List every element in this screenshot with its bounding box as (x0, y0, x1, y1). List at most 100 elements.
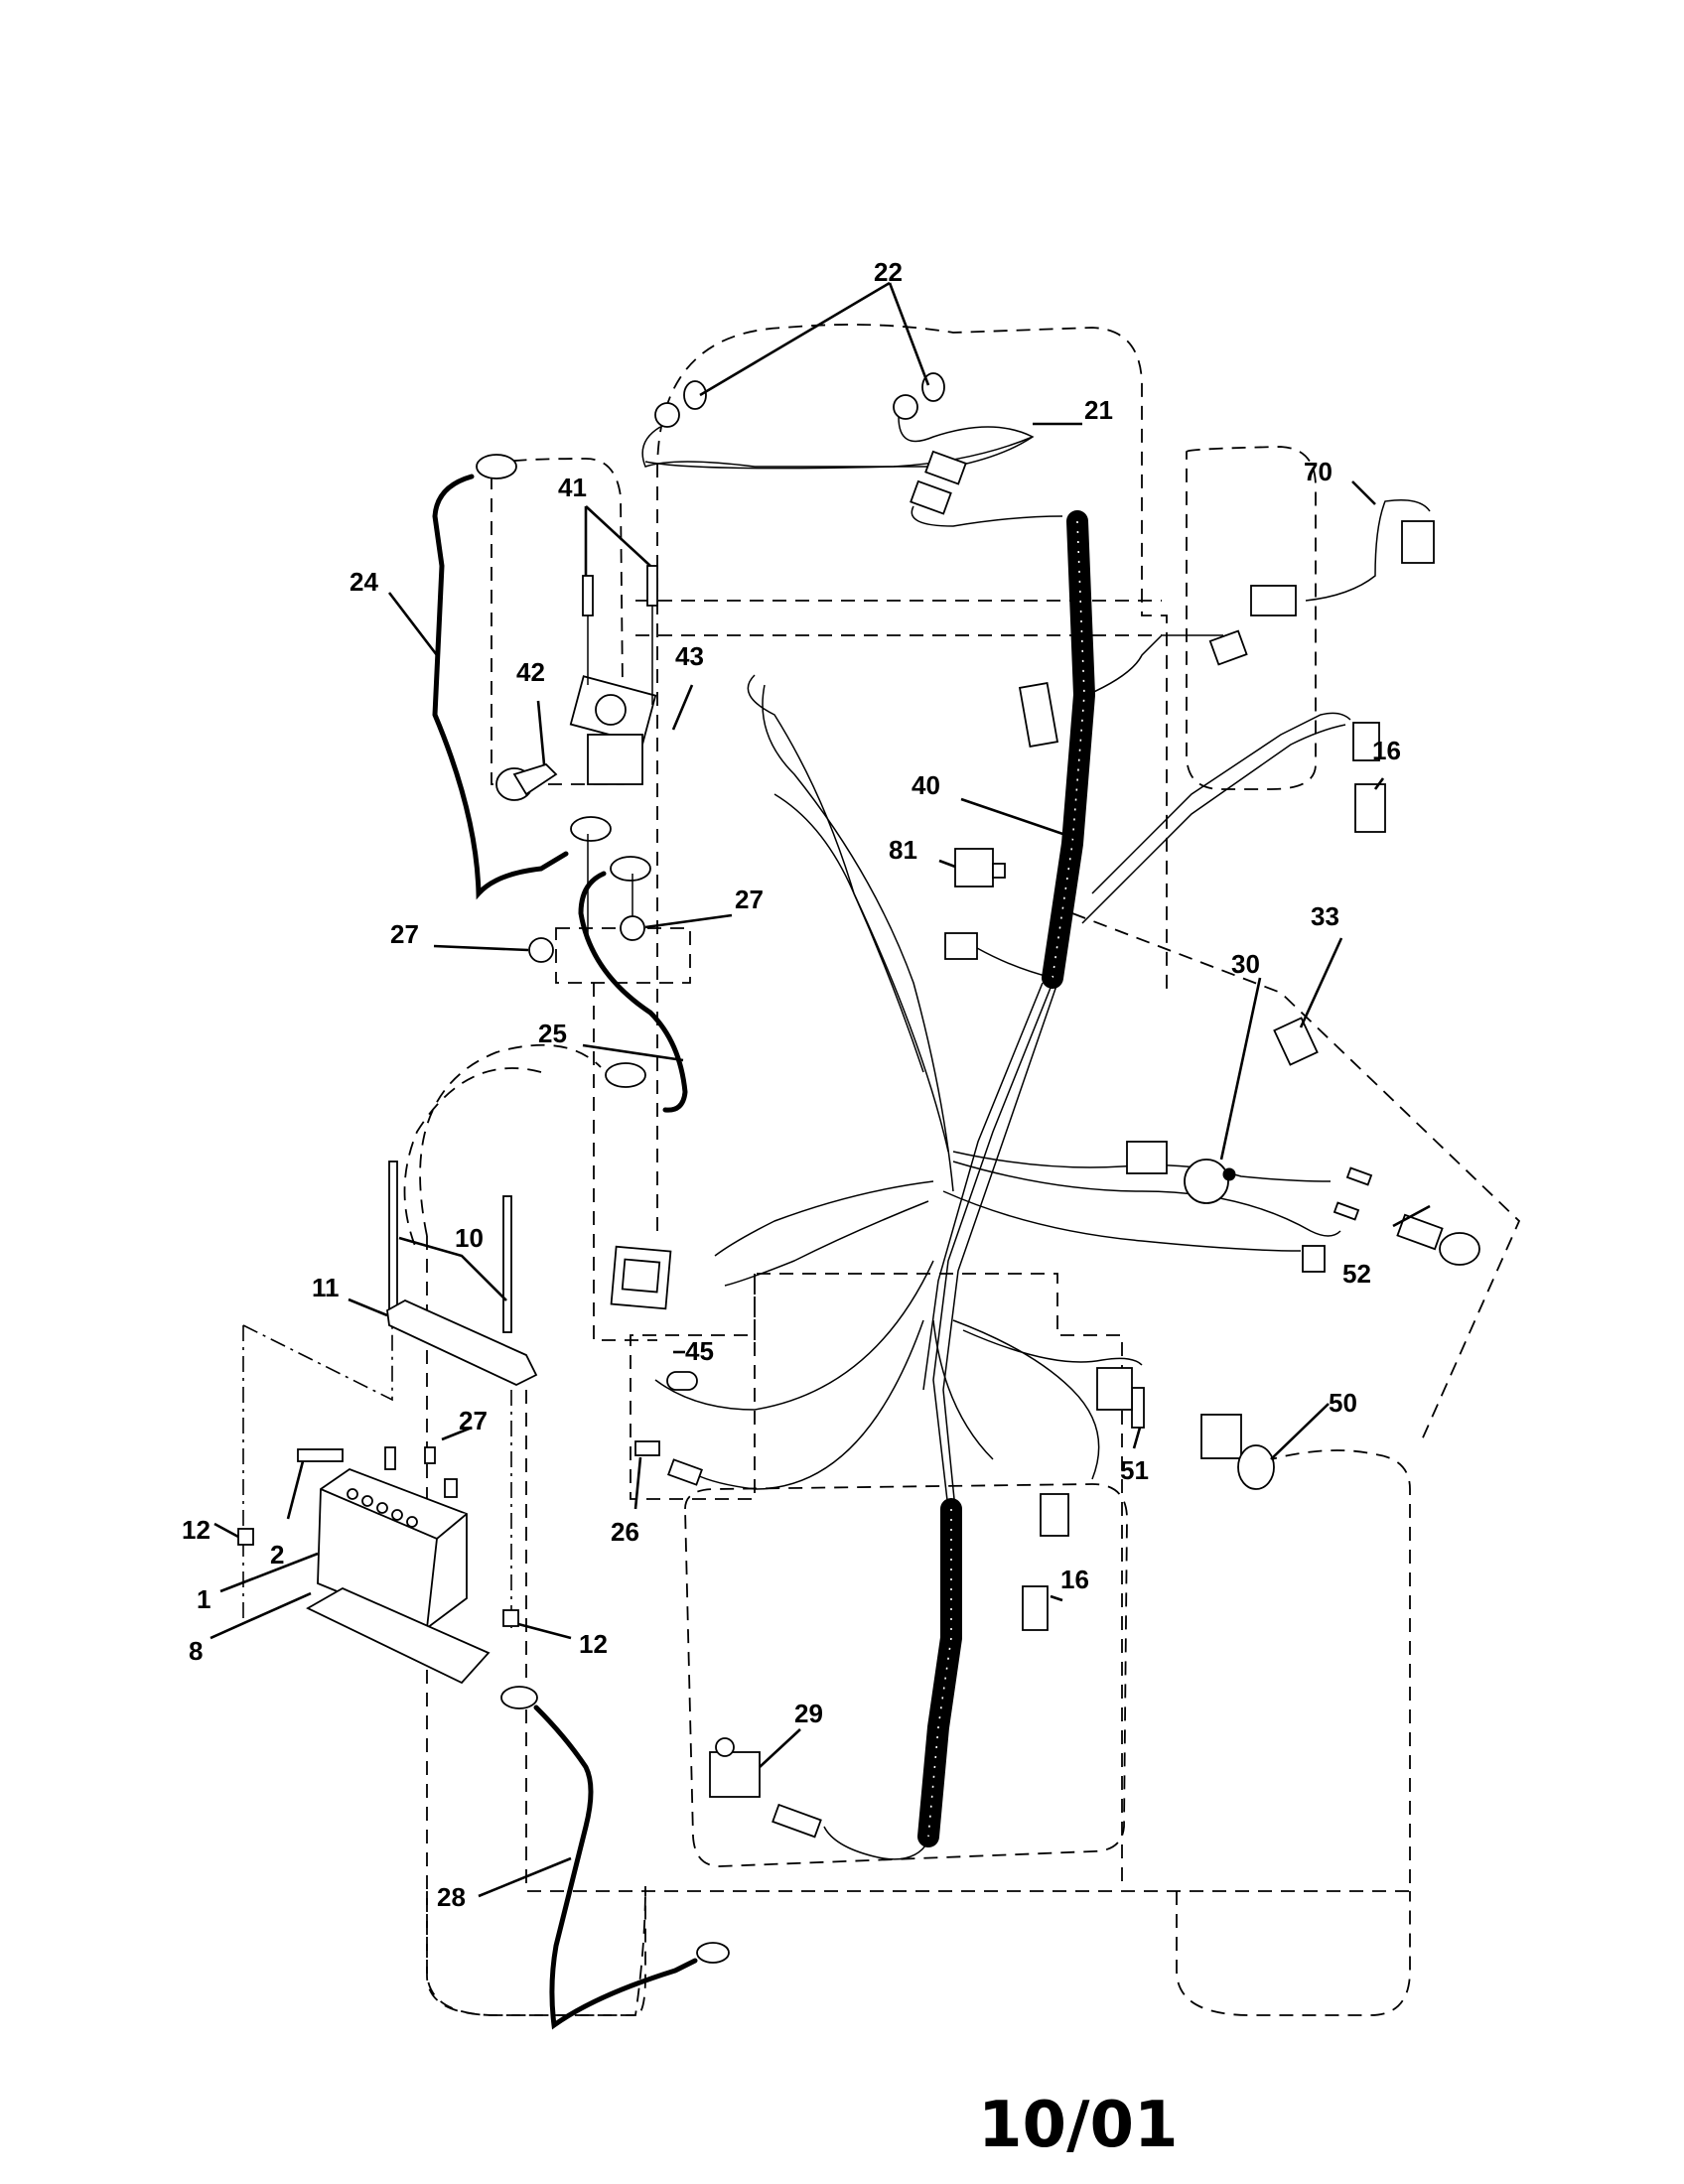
leader-27-right (644, 913, 733, 929)
square-nut-right (502, 1609, 519, 1627)
leader-26 (633, 1456, 642, 1510)
callout-81: 81 (889, 835, 917, 865)
leader-43 (671, 684, 694, 731)
cable-24-terminal-top (476, 454, 517, 479)
harness-adapter-plug-b (1401, 520, 1435, 564)
callout-27-battery: 27 (459, 1406, 488, 1435)
callout-labels: 22 21 41 70 24 42 43 16 40 81 27 27 33 3… (182, 257, 1401, 2162)
callout-16-upper: 16 (1372, 736, 1401, 765)
leader-33 (1299, 937, 1343, 1028)
hood-outline (656, 324, 1168, 1231)
ignition-switch-body (1184, 1159, 1229, 1204)
leader-lines (210, 281, 1431, 1898)
pto-knob (1237, 1444, 1275, 1490)
connector-16-lower (1022, 1585, 1049, 1631)
callout-25: 25 (538, 1019, 567, 1048)
solenoid-bolt-left (582, 575, 594, 616)
leader-22 (699, 281, 930, 397)
cable-28-terminal-top (500, 1686, 538, 1709)
center-parts (610, 848, 1275, 1839)
solenoid-cable (432, 474, 569, 900)
headlight-connector (924, 450, 967, 485)
callout-8: 8 (189, 1636, 203, 1666)
leader-12-left (213, 1522, 239, 1539)
callout-50: 50 (1329, 1388, 1357, 1418)
cable-25-terminal-bottom (605, 1062, 646, 1088)
bulb (1439, 1232, 1480, 1266)
decal (1131, 1387, 1145, 1429)
relay-body (954, 848, 994, 887)
callout-33: 33 (1311, 901, 1339, 931)
left-wheel-lower-outline (426, 1891, 646, 2016)
callout-16-lower: 16 (1060, 1565, 1089, 1594)
connector-16-lower-mated (1040, 1493, 1069, 1537)
headlight-assembly (641, 372, 1063, 527)
headlight-bulb-left (683, 380, 707, 410)
cable-24-terminal-bottom (570, 816, 612, 842)
main-harness (654, 510, 1351, 1860)
callout-27-right: 27 (735, 885, 764, 914)
harness-loom-lower (917, 1498, 962, 1847)
callout-51: 51 (1120, 1455, 1149, 1485)
rear-body-outline (525, 1390, 1411, 1892)
battery-bolt (297, 1448, 344, 1462)
callout-41: 41 (558, 473, 587, 502)
solenoid-cap (595, 694, 627, 726)
leader-29 (759, 1728, 801, 1768)
ignition-connector (1126, 1141, 1168, 1174)
leader-41 (584, 505, 651, 576)
leader-10 (398, 1236, 507, 1301)
connector-right-mid (1302, 1245, 1326, 1273)
battery-box-outline (403, 1067, 542, 1252)
solenoid-bolt-right (646, 565, 658, 607)
square-nut-left (237, 1528, 254, 1546)
terminal-upper-right (1345, 1166, 1373, 1186)
leader-27-battery (441, 1426, 473, 1441)
solenoid-parts (432, 454, 688, 1113)
battery-post (384, 1446, 396, 1470)
leader-52 (1392, 1204, 1431, 1228)
leader-2 (286, 1460, 305, 1520)
leader-12-right (517, 1622, 572, 1640)
leader-51 (1132, 1427, 1142, 1449)
callout-45: 45 (685, 1336, 714, 1366)
terminal-lower-right (1333, 1201, 1360, 1221)
leader-16-upper (1373, 777, 1385, 790)
hold-down-bracket (386, 1298, 538, 1386)
leader-42 (536, 700, 546, 765)
headlight-socket-right (893, 394, 918, 420)
callout-52: 52 (1342, 1259, 1371, 1289)
relay-socket (944, 932, 978, 960)
left-rear-wheel-outline (419, 1043, 646, 2016)
callout-1: 1 (197, 1584, 210, 1614)
headlight-socket-left (654, 402, 680, 428)
leader-8 (210, 1591, 312, 1640)
leader-40 (960, 797, 1078, 841)
fuse-body (634, 1440, 660, 1456)
switch-plate (1273, 1017, 1319, 1066)
callout-11: 11 (312, 1273, 340, 1302)
right-rear-wheel-outline (1176, 1891, 1411, 2016)
leader-11 (348, 1297, 388, 1317)
leader-81 (938, 859, 956, 869)
callout-42: 42 (516, 657, 545, 687)
leader-24 (387, 592, 439, 656)
nut-27-right (620, 915, 645, 941)
leader-1 (219, 1552, 319, 1593)
callout-12-right: 12 (579, 1629, 608, 1659)
tractor-outline (242, 324, 1521, 2016)
date-stamp: 10/01 (978, 2089, 1179, 2162)
seat-switch-body (709, 1751, 761, 1798)
leader-28 (478, 1856, 572, 1898)
leader-70 (1351, 480, 1376, 505)
callout-26: 26 (611, 1517, 639, 1547)
callout-27-left: 27 (390, 919, 419, 949)
bulb-socket-body (1396, 1213, 1444, 1251)
callout-24: 24 (350, 567, 378, 597)
battery-tray-shape (306, 1586, 491, 1685)
callout-30: 30 (1231, 949, 1260, 979)
right-side-parts (1018, 499, 1480, 1273)
nut-27-left (528, 937, 554, 963)
battery-post-right (444, 1478, 458, 1498)
steering-column-outline (555, 927, 691, 1341)
